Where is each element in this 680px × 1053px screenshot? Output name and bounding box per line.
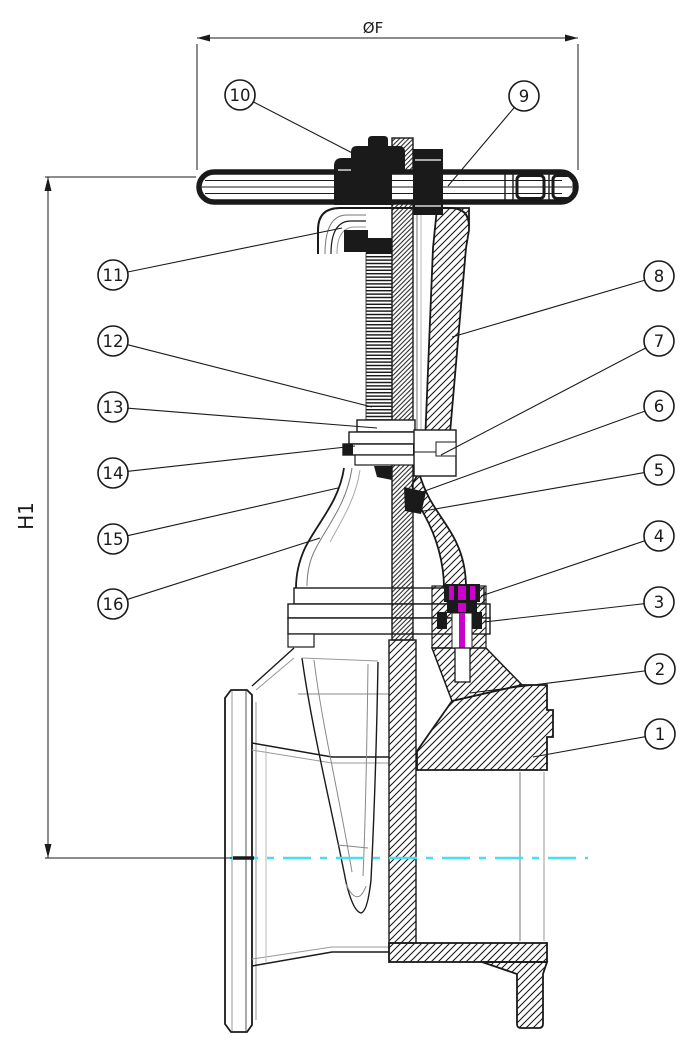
callout-number-1: 1 bbox=[655, 725, 666, 744]
callout-balloon-4 bbox=[643, 520, 675, 552]
callout-balloon-12 bbox=[97, 325, 129, 357]
callout-balloon-14 bbox=[97, 457, 129, 489]
callout-balloon-16 bbox=[97, 588, 129, 620]
valve-body-section bbox=[224, 639, 554, 1033]
stem bbox=[391, 137, 414, 641]
leader-line-10 bbox=[253, 101, 363, 159]
body-center-wall bbox=[388, 639, 417, 944]
callout-balloon-11 bbox=[97, 259, 129, 291]
body-bottom-band bbox=[388, 942, 548, 963]
gate-wedge bbox=[301, 657, 379, 914]
yoke-arm-section bbox=[423, 207, 470, 469]
dim-width-label: ØF bbox=[363, 19, 383, 37]
callout-balloon-5 bbox=[643, 454, 675, 486]
bonnet-assembly bbox=[287, 467, 491, 683]
callout-number-10: 10 bbox=[230, 86, 251, 105]
right-flange-upper bbox=[416, 684, 554, 771]
callout-balloon-8 bbox=[643, 260, 675, 292]
yoke-assembly bbox=[317, 137, 470, 641]
stem-thread bbox=[365, 252, 393, 422]
left-flange bbox=[224, 689, 253, 1033]
callout-balloon-9 bbox=[508, 80, 540, 112]
leader-line-8 bbox=[451, 279, 645, 338]
leader-line-1 bbox=[532, 736, 646, 758]
callout-number-5: 5 bbox=[654, 461, 665, 480]
dimension-h1: H1 bbox=[14, 176, 232, 859]
leader-line-11 bbox=[127, 227, 343, 273]
leader-line-5 bbox=[417, 472, 645, 513]
callout-number-7: 7 bbox=[654, 332, 665, 351]
callout-balloon-7 bbox=[643, 325, 675, 357]
leader-line-14 bbox=[127, 445, 356, 472]
callout-number-15: 15 bbox=[103, 530, 124, 549]
leader-line-6 bbox=[410, 410, 646, 497]
callout-number-14: 14 bbox=[103, 464, 124, 483]
callout-balloon-1 bbox=[644, 718, 676, 750]
handwheel-assembly bbox=[196, 136, 579, 215]
callout-number-11: 11 bbox=[103, 266, 124, 285]
stem-cap-nut bbox=[351, 136, 405, 172]
callout-number-6: 6 bbox=[654, 397, 665, 416]
callout-balloon-10 bbox=[224, 79, 256, 111]
leader-line-15 bbox=[127, 487, 339, 537]
leader-line-16 bbox=[127, 537, 321, 600]
callout-balloon-15 bbox=[97, 523, 129, 555]
leader-line-12 bbox=[127, 344, 373, 408]
callout-balloon-2 bbox=[644, 653, 676, 685]
callout-number-13: 13 bbox=[103, 398, 124, 417]
bonnet-bell-section bbox=[411, 469, 467, 589]
leader-line-13 bbox=[127, 407, 378, 429]
leader-line-3 bbox=[483, 603, 645, 623]
dim-height-label: H1 bbox=[14, 502, 38, 530]
callout-balloon-13 bbox=[97, 391, 129, 423]
callout-balloon-3 bbox=[643, 586, 675, 618]
callout-number-8: 8 bbox=[654, 267, 665, 286]
callout-number-3: 3 bbox=[654, 593, 665, 612]
right-flange-lower bbox=[481, 961, 549, 1029]
leader-line-4 bbox=[480, 540, 645, 597]
callout-balloon-6 bbox=[643, 390, 675, 422]
leader-line-2 bbox=[469, 670, 646, 694]
callout-number-2: 2 bbox=[655, 660, 666, 679]
bonnet-bolt-highlight bbox=[437, 584, 482, 683]
callout-number-4: 4 bbox=[654, 527, 665, 546]
callout-number-16: 16 bbox=[103, 595, 124, 614]
callout-number-9: 9 bbox=[519, 87, 530, 106]
leader-line-7 bbox=[440, 347, 646, 456]
callout-number-12: 12 bbox=[103, 332, 124, 351]
leader-line-9 bbox=[447, 107, 515, 187]
dimension-of: ØF bbox=[196, 19, 579, 170]
